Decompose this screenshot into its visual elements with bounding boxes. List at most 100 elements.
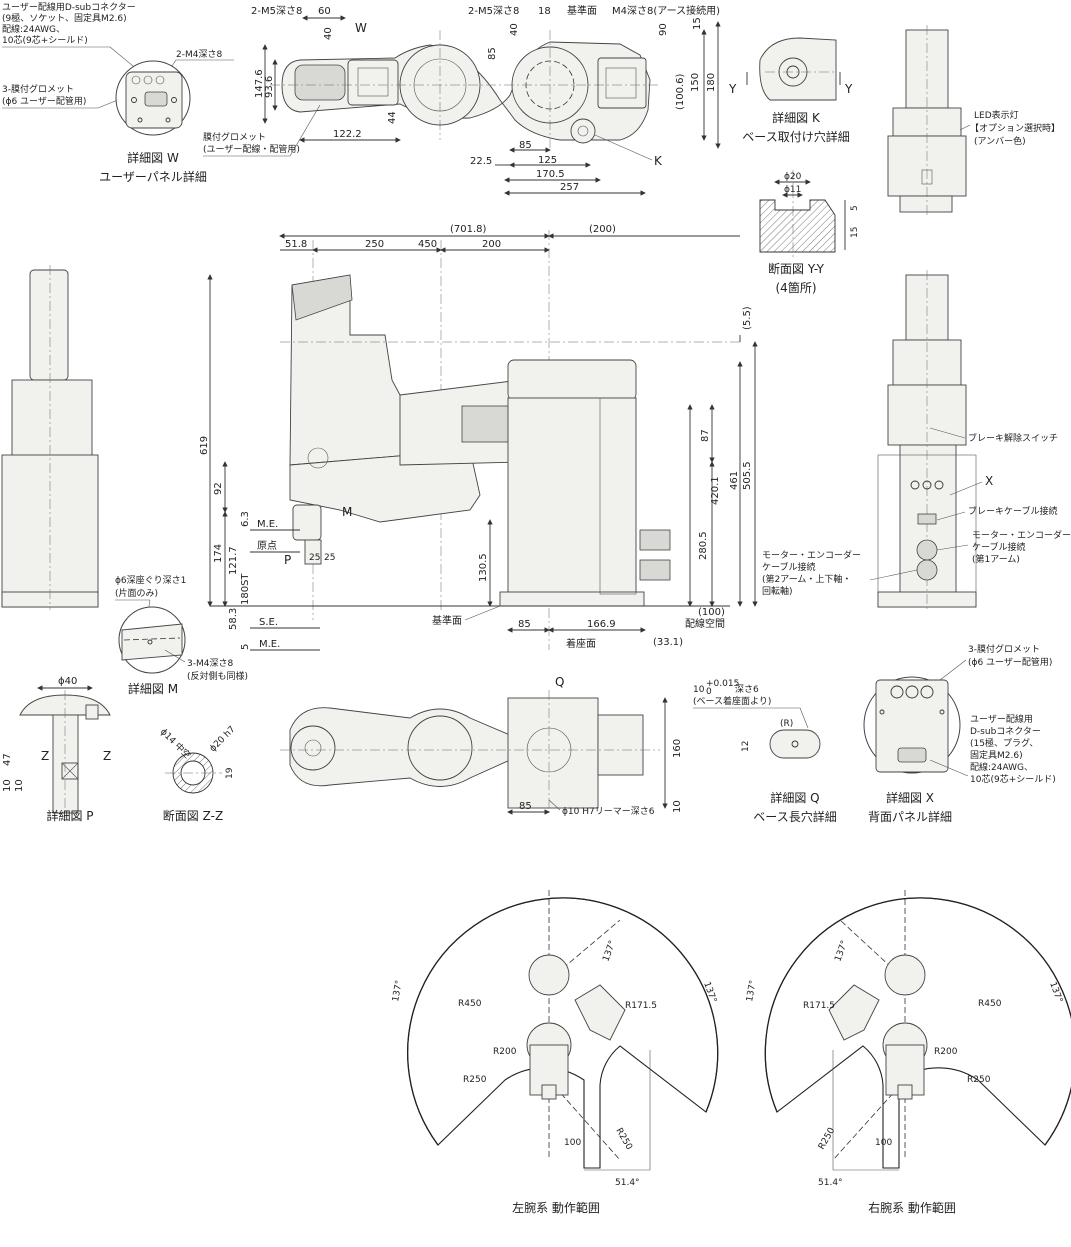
detail-p-title: 詳細図 P	[46, 808, 93, 823]
detail-m-title: 詳細図 M	[128, 681, 178, 696]
x-dsub-5: 配線:24AWG、	[970, 761, 1033, 773]
dim-15: 15	[692, 17, 703, 30]
brake-cable: ブレーキケーブル接続	[968, 505, 1057, 517]
dim-90: 90	[658, 23, 669, 36]
l-d100: 100	[564, 1138, 581, 1148]
q-d12: 12	[741, 741, 751, 752]
x-dsub-6: 10芯(9芯+シールド)	[970, 773, 1056, 785]
grommet-note-line2: (ϕ6 ユーザー配管用)	[2, 95, 86, 107]
dim-40a: 40	[323, 27, 334, 40]
dim-44: 44	[387, 111, 398, 124]
l-r200: R200	[493, 1047, 517, 1057]
r-r171-5: R171.5	[803, 1001, 835, 1011]
dim-93-6: 93.6	[264, 76, 275, 98]
mount-face: 着座面	[566, 637, 596, 650]
dim-60: 60	[318, 6, 331, 17]
r-r250a: R250	[967, 1075, 991, 1085]
dim-40b: 40	[509, 23, 520, 36]
x-dsub-4: 固定具M2.6)	[970, 749, 1023, 761]
dim-150: 150	[690, 73, 701, 92]
z-right: Z	[103, 749, 111, 763]
dim-166-9: 166.9	[587, 619, 616, 630]
dim-25b: 25	[324, 553, 335, 563]
p-marker: P	[284, 553, 291, 567]
bottom-d160: 160	[672, 739, 683, 758]
bottom-view: Q 160 10 85 ϕ10 H7リーマー深さ6	[280, 675, 683, 817]
dsub-note-line1: ユーザー配線用D-subコネクター	[2, 1, 136, 13]
left-range-title: 左腕系 動作範囲	[512, 1200, 600, 1215]
w-marker: W	[355, 21, 367, 35]
dsub-note-line2: (9極、ソケット、固定具M2.6)	[2, 12, 127, 24]
front-view-top-right: LED表示灯 【オプション選択時】 (アンバー色)	[887, 25, 1060, 215]
led-note-line3: (アンバー色)	[974, 135, 1026, 147]
q-r: (R)	[780, 719, 793, 729]
z-d19: 19	[225, 767, 235, 779]
dsub-note-line4: 10芯(9芯+シールド)	[2, 34, 88, 46]
k-y-right: Y	[844, 82, 853, 96]
m4-earth-label: M4深さ8(アース接続用)	[612, 4, 720, 17]
dim-461: 461	[729, 471, 740, 490]
detail-k-subtitle: ベース取付け穴詳細	[742, 129, 849, 144]
q-tol-upper: +0.015	[706, 679, 739, 689]
led-note-line2: 【オプション選択時】	[970, 122, 1060, 134]
dim-257: 257	[560, 182, 579, 193]
dsub-note-line3: 配線:24AWG、	[2, 23, 65, 35]
datum-label: 基準面	[432, 614, 462, 627]
x-grommet-1: 3-膜付グロメット	[968, 643, 1040, 655]
side-view-left	[1, 265, 99, 610]
dim-87: 87	[700, 429, 711, 442]
detail-p: ϕ40 47 10 10 Z Z 詳細図 P	[2, 676, 111, 823]
me-bottom: M.E.	[259, 639, 280, 650]
motor1-line3: (第1アーム)	[972, 553, 1020, 565]
dim-280-5: 280.5	[698, 531, 709, 560]
l-r250a: R250	[463, 1075, 487, 1085]
motor1-line2: ケーブル接続	[972, 541, 1025, 553]
top-view: 2-M5深さ8 60 W 40 2-M5深さ8 18 基準面 M4深さ8(アース…	[203, 4, 721, 196]
x-dsub-1: ユーザー配線用	[970, 713, 1033, 725]
detail-x-subtitle: 背面パネル詳細	[868, 809, 952, 824]
dim-100p: (100)	[698, 607, 725, 618]
detail-w-title: 詳細図 W	[127, 150, 179, 165]
k-y-left: Y	[728, 82, 737, 96]
p-d47: 47	[2, 753, 13, 766]
dim-505-5: 505.5	[742, 461, 753, 490]
main-side-view: (701.8) (200) 51.8 450 250 200 (5.5)	[199, 224, 758, 651]
detail-q: 10 +0.015 0 深さ6 (ベース着座面より) (R) 12 詳細図 Q …	[693, 679, 837, 824]
motor2-line4: 回転軸)	[762, 585, 793, 597]
dim-174: 174	[213, 544, 224, 563]
grommet-note-line1: 3-膜付グロメット	[2, 83, 74, 95]
x-grommet-2: (ϕ6 ユーザー配管用)	[968, 656, 1052, 668]
left-arm-range: 137° 137° 137° R450 R171.5 R200 R250 R25…	[391, 890, 719, 1215]
q-note: (ベース着座面より)	[693, 695, 771, 707]
r-a51-4: 51.4°	[818, 1178, 843, 1188]
dim-51-8: 51.8	[285, 239, 307, 250]
dim-100-6: (100.6)	[675, 73, 686, 110]
detail-m: ϕ6深座ぐり深さ1 (片面のみ) 3-M4深さ8 (反対側も同様) 詳細図 M	[115, 574, 248, 696]
m4-note: 2-M4深さ8	[176, 49, 222, 60]
p-d10b: 10	[14, 779, 25, 792]
sec-d5: 5	[850, 205, 860, 211]
wiring-space: 配線空間	[685, 617, 725, 630]
motor2-line2: ケーブル接続	[762, 561, 815, 573]
rear-view: ブレーキ解除スイッチ X ブレーキケーブル接続 モーター・エンコーダー ケーブル…	[762, 270, 1071, 612]
dim-125: 125	[538, 155, 557, 166]
z-phi14: ϕ14 中空	[158, 726, 194, 762]
section-yy-subtitle: (4箇所)	[776, 281, 817, 295]
me-top: M.E.	[257, 519, 278, 530]
m-m4-1: 3-M4深さ8	[187, 658, 233, 669]
q-depth: 深さ6	[735, 684, 759, 695]
l-r250b: R250	[613, 1127, 634, 1153]
dim-25a: 25	[309, 553, 320, 563]
dim-33-1: (33.1)	[653, 637, 683, 648]
se-label: S.E.	[259, 617, 278, 628]
datum-label: 基準面	[567, 4, 597, 17]
sec-d15: 15	[850, 227, 860, 238]
dim-92: 92	[213, 482, 224, 495]
r-r250b: R250	[817, 1126, 838, 1152]
detail-w: ユーザー配線用D-subコネクター (9極、ソケット、固定具M2.6) 配線:2…	[2, 1, 234, 184]
x-dsub-2: D-subコネクター	[970, 726, 1041, 737]
origin-label: 原点	[257, 540, 277, 552]
l-a51-4: 51.4°	[615, 1178, 640, 1188]
right-range-title: 右腕系 動作範囲	[868, 1200, 956, 1215]
detail-k: Y Y 詳細図 K ベース取付け穴詳細	[728, 37, 853, 144]
